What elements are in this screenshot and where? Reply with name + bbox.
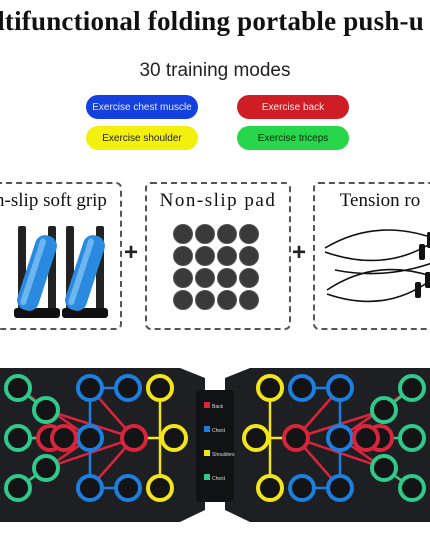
pad-label: Non-slip pad xyxy=(159,190,277,211)
hand-position-circle xyxy=(32,454,60,482)
legend-label: Chest xyxy=(212,476,226,482)
hand-position-circle xyxy=(326,374,354,402)
hand-position-circle xyxy=(370,396,398,424)
pad-dot xyxy=(217,224,237,244)
plus-sign: + xyxy=(124,239,139,266)
hand-position-circle xyxy=(76,424,104,452)
non-slip-pads-image xyxy=(173,224,259,310)
hand-position-circle xyxy=(398,424,426,452)
hand-position-circle xyxy=(398,474,426,502)
hand-position-circle xyxy=(50,424,78,452)
mode-shoulder-pill: Exercise shoulder xyxy=(86,126,198,150)
pad-dot xyxy=(173,246,193,266)
pad-dot xyxy=(195,290,215,310)
hand-position-circle xyxy=(242,424,270,452)
grip-label: n-slip soft grip xyxy=(0,190,107,211)
legend-label: Back xyxy=(212,404,224,410)
hand-position-circle xyxy=(32,396,60,424)
pad-dot xyxy=(217,246,237,266)
hand-position-circle xyxy=(4,474,32,502)
pad-dot xyxy=(173,224,193,244)
grip-accessory-box: n-slip soft grip xyxy=(0,182,122,330)
hand-position-circle xyxy=(398,374,426,402)
rope-accessory-box: Tension ro xyxy=(313,182,430,330)
legend-swatch xyxy=(204,474,210,480)
hand-position-circle xyxy=(288,474,316,502)
hand-position-circle xyxy=(76,374,104,402)
hand-position-circle xyxy=(256,474,284,502)
pad-dot xyxy=(173,290,193,310)
hand-position-circle xyxy=(256,374,284,402)
hand-position-circle xyxy=(4,424,32,452)
tension-rope-image xyxy=(324,229,430,303)
mode-triceps-pill: Exercise triceps xyxy=(237,126,349,150)
hand-position-circle xyxy=(114,474,142,502)
pad-accessory-box: Non-slip pad xyxy=(145,182,291,330)
hand-position-circle xyxy=(4,374,32,402)
hand-position-circle xyxy=(146,374,174,402)
legend-label: Chest xyxy=(212,428,226,434)
hand-position-circle xyxy=(370,454,398,482)
pad-dot xyxy=(239,246,259,266)
hand-position-circle xyxy=(326,424,354,452)
pad-dot xyxy=(217,290,237,310)
page-subtitle: 30 training modes xyxy=(139,60,291,81)
legend-label: Shoulders xyxy=(212,452,235,458)
hand-position-circle xyxy=(352,424,380,452)
hand-position-circle xyxy=(288,374,316,402)
pad-dot xyxy=(195,224,215,244)
legend-swatch xyxy=(204,426,210,432)
hand-position-circle xyxy=(120,424,148,452)
pad-dot xyxy=(195,268,215,288)
pad-dot xyxy=(217,268,237,288)
page-title: ultifunctional folding portable push-u xyxy=(0,6,424,36)
hand-position-circle xyxy=(326,474,354,502)
hand-position-circle xyxy=(160,424,188,452)
plus-sign: + xyxy=(292,239,307,266)
legend-swatch xyxy=(204,402,210,408)
mode-back-pill: Exercise back xyxy=(237,95,349,119)
pad-dot xyxy=(239,224,259,244)
pad-dot xyxy=(195,246,215,266)
mode-chest-pill: Exercise chest muscle xyxy=(86,95,198,119)
rope-label: Tension ro xyxy=(339,190,421,211)
hand-position-circle xyxy=(146,474,174,502)
pad-dot xyxy=(239,268,259,288)
pad-dot xyxy=(239,290,259,310)
hand-position-circle xyxy=(76,474,104,502)
pad-dot xyxy=(173,268,193,288)
handle-grips-image xyxy=(14,226,108,318)
legend-swatch xyxy=(204,450,210,456)
hand-position-circle xyxy=(282,424,310,452)
hand-position-circle xyxy=(114,374,142,402)
